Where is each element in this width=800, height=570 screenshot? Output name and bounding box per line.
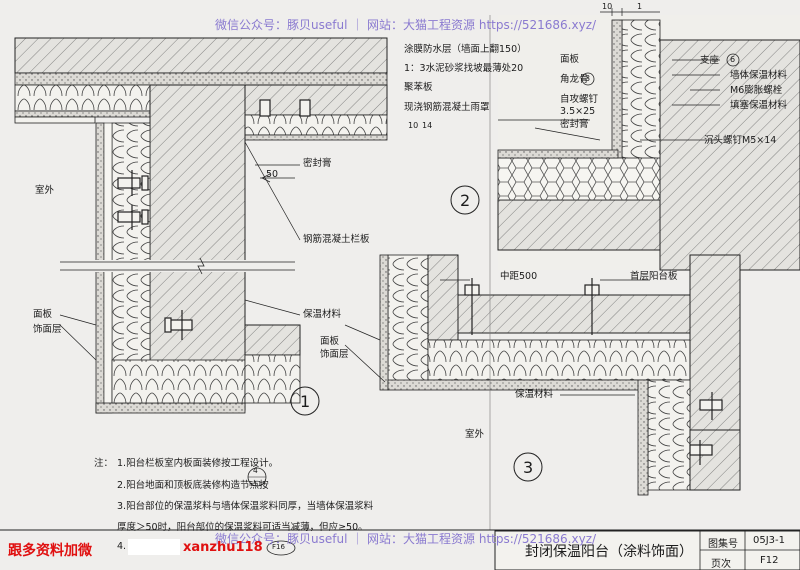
note-2: 2.阳台地面和顶板底装修构造节点按	[117, 480, 269, 491]
d2-waterproof-label: 涂膜防水层（墙面上翻150）	[404, 44, 527, 55]
d2-dim-side-14: 14	[422, 121, 433, 130]
d3-first-slab-label: 首层阳台板	[630, 271, 678, 282]
note-2-ref-bottom: F11	[249, 480, 262, 488]
d2-angle-label: 角龙骨	[560, 74, 589, 85]
d1-finish-label: 饰面层	[33, 324, 62, 335]
d1-panel-label: 面板	[33, 309, 53, 320]
note-4-ref: F16	[272, 543, 285, 551]
detail-2-number: 2	[460, 191, 471, 210]
d1-sealant-label: 密封膏	[303, 158, 332, 169]
detail-3-number: 3	[523, 458, 534, 477]
note-3: 3.阳台部位的保温浆料与墙体保温浆料同厚，当墙体保温浆料	[117, 501, 374, 512]
d1-outdoor-label: 室外	[35, 185, 55, 196]
promo-text: 跟多资料加微	[8, 543, 92, 559]
d1-rc-railing-label: 钢筋混凝土栏板	[303, 234, 370, 245]
note-3-cont: 厚度＞50时，阳台部位的保温浆料可适当减薄，但应≥50。	[117, 522, 368, 533]
d2-panel-label: 面板	[560, 54, 580, 65]
watermark-bottom: 微信公众号：豚贝useful ｜ 网站：大猫工程资源 https://52168…	[215, 532, 597, 546]
d2-dim-side-10: 10	[408, 121, 419, 130]
d3-insulation-label: 保温材料	[515, 389, 554, 400]
d2-wall-ins-label: 墙体保温材料	[730, 70, 788, 81]
d3-outdoor-label: 室外	[465, 429, 485, 440]
d1-insulation-label: 保温材料	[303, 309, 342, 320]
drawing-title: 封闭保温阳台（涂料饰面）	[525, 544, 693, 560]
d2-screw-label: 自攻螺钉	[560, 94, 599, 105]
notes-heading: 注：	[94, 458, 114, 469]
d2-bolt-label: M6膨胀螺栓	[730, 85, 783, 96]
d2-sealant-label: 密封膏	[560, 119, 589, 130]
detail-3-drawing	[344, 254, 741, 496]
note-1: 1.阳台栏板室内板面装修按工程设计。	[117, 458, 279, 469]
atlas-number-label: 图集号	[708, 539, 738, 550]
watermark-top: 微信公众号：豚贝useful ｜ 网站：大猫工程资源 https://52168…	[215, 18, 597, 32]
note-2-ref-top: 4	[253, 466, 258, 475]
d2-screw-size: 3.5×25	[560, 106, 596, 117]
d3-finish-label: 饰面层	[320, 349, 349, 360]
d1-dim-50: 50	[266, 169, 279, 180]
page-label: 页次	[711, 559, 731, 570]
d2-fill-ins-label: 填塞保温材料	[730, 100, 788, 111]
d2-angle-ref: 3	[585, 74, 591, 83]
detail-1-number: 1	[300, 392, 311, 411]
d2-dim-10: 10	[602, 2, 613, 11]
d2-support-label: 支座	[700, 55, 720, 66]
d2-canopy-label: 现浇钢筋混凝土雨罩	[404, 102, 490, 113]
atlas-number-value: 05J3-1	[753, 535, 786, 546]
d2-support-ref: 6	[730, 55, 736, 64]
d3-spacing-label: 中距500	[500, 271, 538, 282]
detail-2-drawing	[450, 8, 800, 271]
d2-eps-label: 聚苯板	[404, 82, 433, 93]
promo-contact: xanzhu118	[183, 540, 263, 555]
d3-panel-label: 面板	[320, 336, 340, 347]
d2-mortar-label: 1：3水泥砂浆找坡最薄处20	[404, 63, 524, 74]
page-value: F12	[760, 555, 779, 566]
detail-1-drawing	[14, 37, 388, 416]
note-4: 4.	[117, 541, 127, 552]
d2-dim-1: 1	[637, 2, 643, 11]
redaction-box	[128, 539, 180, 555]
d2-countersunk-label: 沉头螺钉M5×14	[704, 135, 777, 146]
title-block: 封闭保温阳台（涂料饰面） 图集号 05J3-1 页次 F12	[495, 531, 800, 570]
